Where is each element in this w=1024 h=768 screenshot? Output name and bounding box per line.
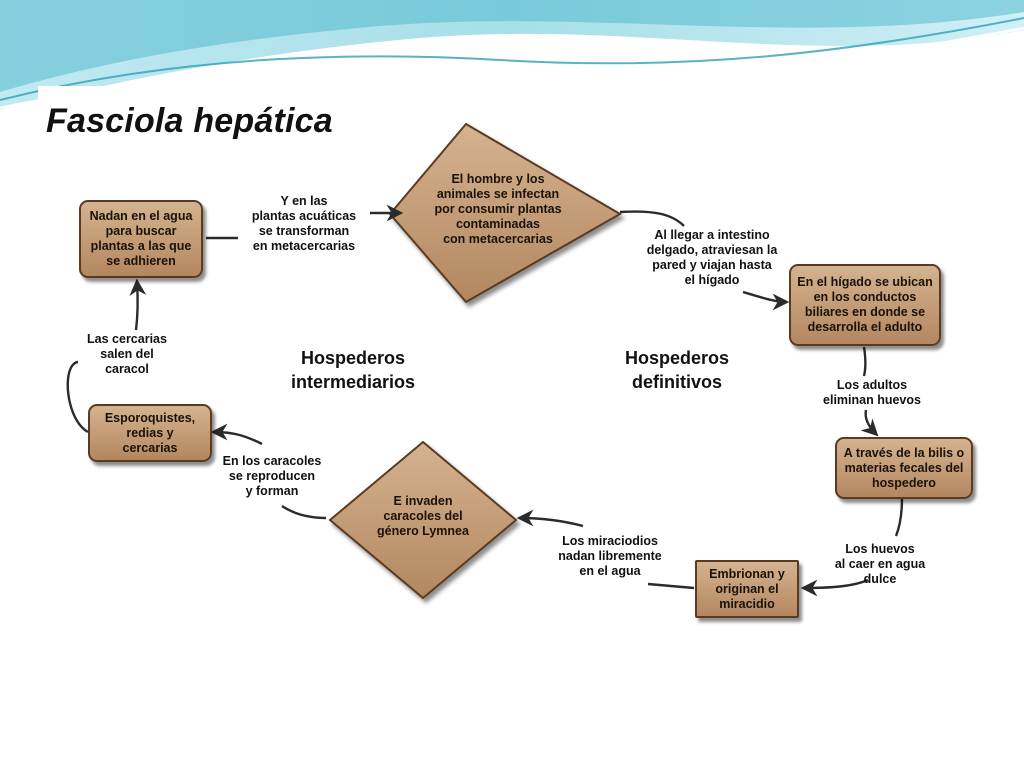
edge-label-adultos: Los adultos eliminan huevos [823, 378, 921, 407]
arrow-huevos-to-embrionan [800, 578, 869, 597]
arrow-diamond-to-intestino [619, 210, 685, 227]
node-nadan-agua: Nadan en el agua para buscar plantas a l… [79, 200, 203, 278]
edge-label-huevos: Los huevos al caer en agua dulce [834, 542, 926, 586]
region-intermediate-hosts: Hospederos intermediarios [290, 348, 416, 392]
diagram-connectors [66, 122, 904, 600]
node-higado: En el hígado se ubican en los conductos … [789, 264, 941, 346]
arrow-embrionan-to-miracidios [647, 582, 695, 590]
diamond-invaden-shape [328, 440, 518, 600]
node-bilis: A través de la bilis o materias fecales … [835, 437, 973, 499]
edge-label-intestino: Al llegar a intestino delgado, atraviesa… [646, 228, 778, 287]
edge-label-caracoles: En los caracoles se reproducen y forman [222, 454, 322, 498]
diamond-invaden-text: E invaden caracoles del género Lymnea [377, 493, 469, 538]
edge-label-cercarias: Las cercarias salen del caracol [87, 332, 167, 376]
region-definitive-hosts: Hospederos definitivos [624, 348, 730, 392]
node-esporoquistes: Esporoquistes, redias y cercarias [88, 404, 212, 462]
arrow-diamond-to-caracoles [281, 505, 327, 520]
diamond-infectan-text: El hombre y los animales se infectan por… [434, 171, 562, 246]
arrow-bilis-down [894, 497, 904, 537]
node-embrionan: Embrionan y originan el miracidio [695, 560, 799, 618]
life-cycle-diagram: Fasciola hepática Nadan en el agua para … [38, 86, 994, 638]
arrow-miracidios-to-diamond [516, 509, 584, 528]
edge-label-miracidios: Los miraciodios nadan libremente en el a… [558, 534, 662, 578]
slide-header-wave-decoration [0, 0, 1024, 110]
edge-label-plantas: Y en las plantas acuáticas se transforma… [251, 194, 357, 253]
arrow-higado-down [862, 346, 867, 377]
diamond-infectan-shape [388, 122, 622, 304]
arrow-intestino-to-higado [742, 290, 790, 311]
arrow-esporoquistes-to-cercarias [66, 360, 89, 434]
arrow-caracoles-to-esporoquistes [210, 423, 263, 446]
arrow-cercarias-to-nadan [129, 278, 147, 331]
diagram-title: Fasciola hepática [46, 102, 333, 140]
arrow-adultos-to-bilis [860, 409, 879, 437]
